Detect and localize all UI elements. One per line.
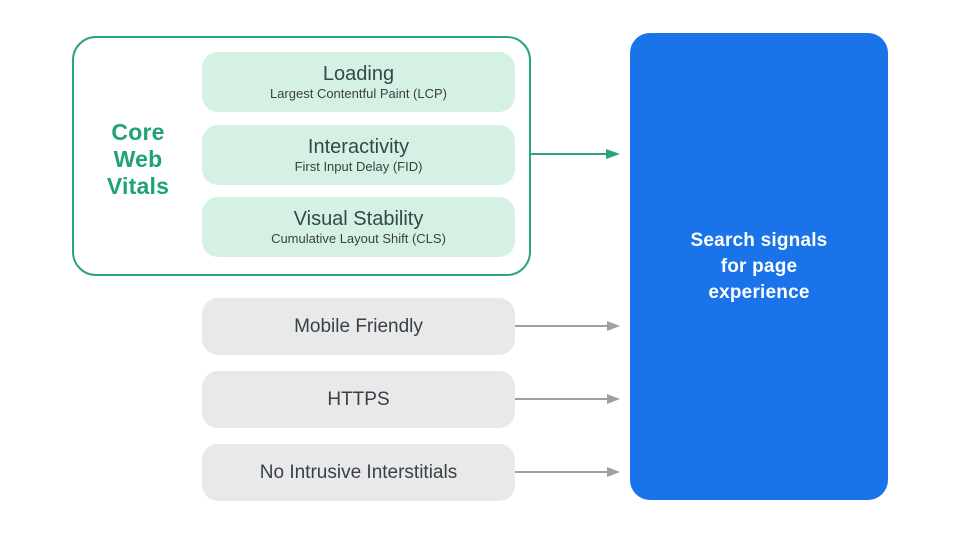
vital-title: Interactivity <box>307 136 410 158</box>
arrow-head-icon <box>607 394 620 404</box>
core-web-vitals-label-line: Web <box>113 146 163 172</box>
arrow-https <box>515 394 620 404</box>
core-web-vitals-label: Core Web Vitals <box>78 119 198 200</box>
arrow-line <box>515 471 607 473</box>
search-signals-result-box: Search signals for page experience <box>630 33 888 500</box>
arrow-line <box>515 325 607 327</box>
arrow-mobile-friendly <box>515 321 620 331</box>
vital-subtitle: Largest Contentful Paint (LCP) <box>269 86 448 101</box>
signal-label: Mobile Friendly <box>294 315 423 337</box>
result-label-line: Search signals <box>690 229 828 251</box>
vital-title: Loading <box>322 63 395 85</box>
arrow-no-intrusive-interstitials <box>515 467 620 477</box>
signal-box-no-intrusive-interstitials: No Intrusive Interstitials <box>202 444 515 501</box>
result-label-line: for page <box>720 255 798 277</box>
vital-box-loading: Loading Largest Contentful Paint (LCP) <box>202 52 515 112</box>
core-web-vitals-label-line: Vitals <box>106 173 170 199</box>
vital-box-interactivity: Interactivity First Input Delay (FID) <box>202 125 515 185</box>
signal-box-mobile-friendly: Mobile Friendly <box>202 298 515 355</box>
arrow-core-web-vitals <box>531 149 620 159</box>
arrow-head-icon <box>607 467 620 477</box>
arrow-line <box>531 152 606 156</box>
signal-label: HTTPS <box>327 388 390 410</box>
search-signals-result-label: Search signals for page experience <box>691 228 828 306</box>
core-web-vitals-label-line: Core <box>111 119 165 145</box>
vital-subtitle: First Input Delay (FID) <box>294 159 423 174</box>
vital-subtitle: Cumulative Layout Shift (CLS) <box>271 231 446 246</box>
vital-title: Visual Stability <box>293 208 424 230</box>
arrow-head-icon <box>607 321 620 331</box>
arrow-head-icon <box>606 149 620 159</box>
vital-box-visual-stability: Visual Stability Cumulative Layout Shift… <box>202 197 515 257</box>
signal-box-https: HTTPS <box>202 371 515 428</box>
result-label-line: experience <box>708 281 810 303</box>
signal-label: No Intrusive Interstitials <box>259 461 458 483</box>
arrow-line <box>515 398 607 400</box>
